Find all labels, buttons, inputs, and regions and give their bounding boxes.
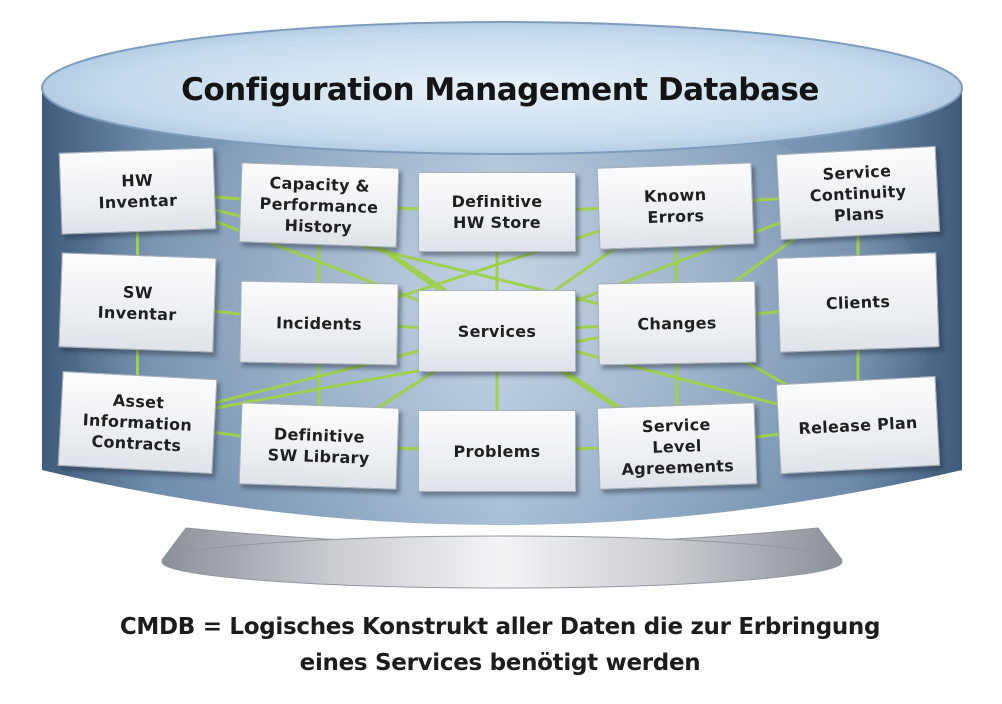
node-services: Services [418,290,576,372]
node-capacity-history: Capacity & Performance History [238,162,400,248]
node-sw-inventar: SW Inventar [58,252,217,353]
node-service-level-agreements: Service Level Agreements [596,402,758,490]
node-clients: Clients [776,252,940,353]
node-release-plan: Release Plan [775,375,941,475]
node-changes: Changes [597,280,757,366]
connector-ast-chg [136,321,679,424]
caption-line-2: eines Services benötigt werden [299,650,701,676]
node-incidents: Incidents [239,280,399,366]
connector-hw-chg [136,189,679,325]
cylinder-top [41,21,963,155]
node-problems: Problems [418,410,576,492]
node-definitive-sw-library: Definitive SW Library [238,402,400,490]
node-hw-inventar: HW Inventar [58,147,217,235]
node-service-continuity: Service Continuity Plans [775,145,941,241]
node-asset-information: Asset Information Contracts [57,371,218,474]
diagram-title: Configuration Management Database [181,72,819,108]
node-known-errors: Known Errors [596,162,755,250]
node-definitive-hw-store: Definitive HW Store [418,172,576,252]
caption-line-1: CMDB = Logisches Konstrukt aller Daten d… [119,614,881,640]
